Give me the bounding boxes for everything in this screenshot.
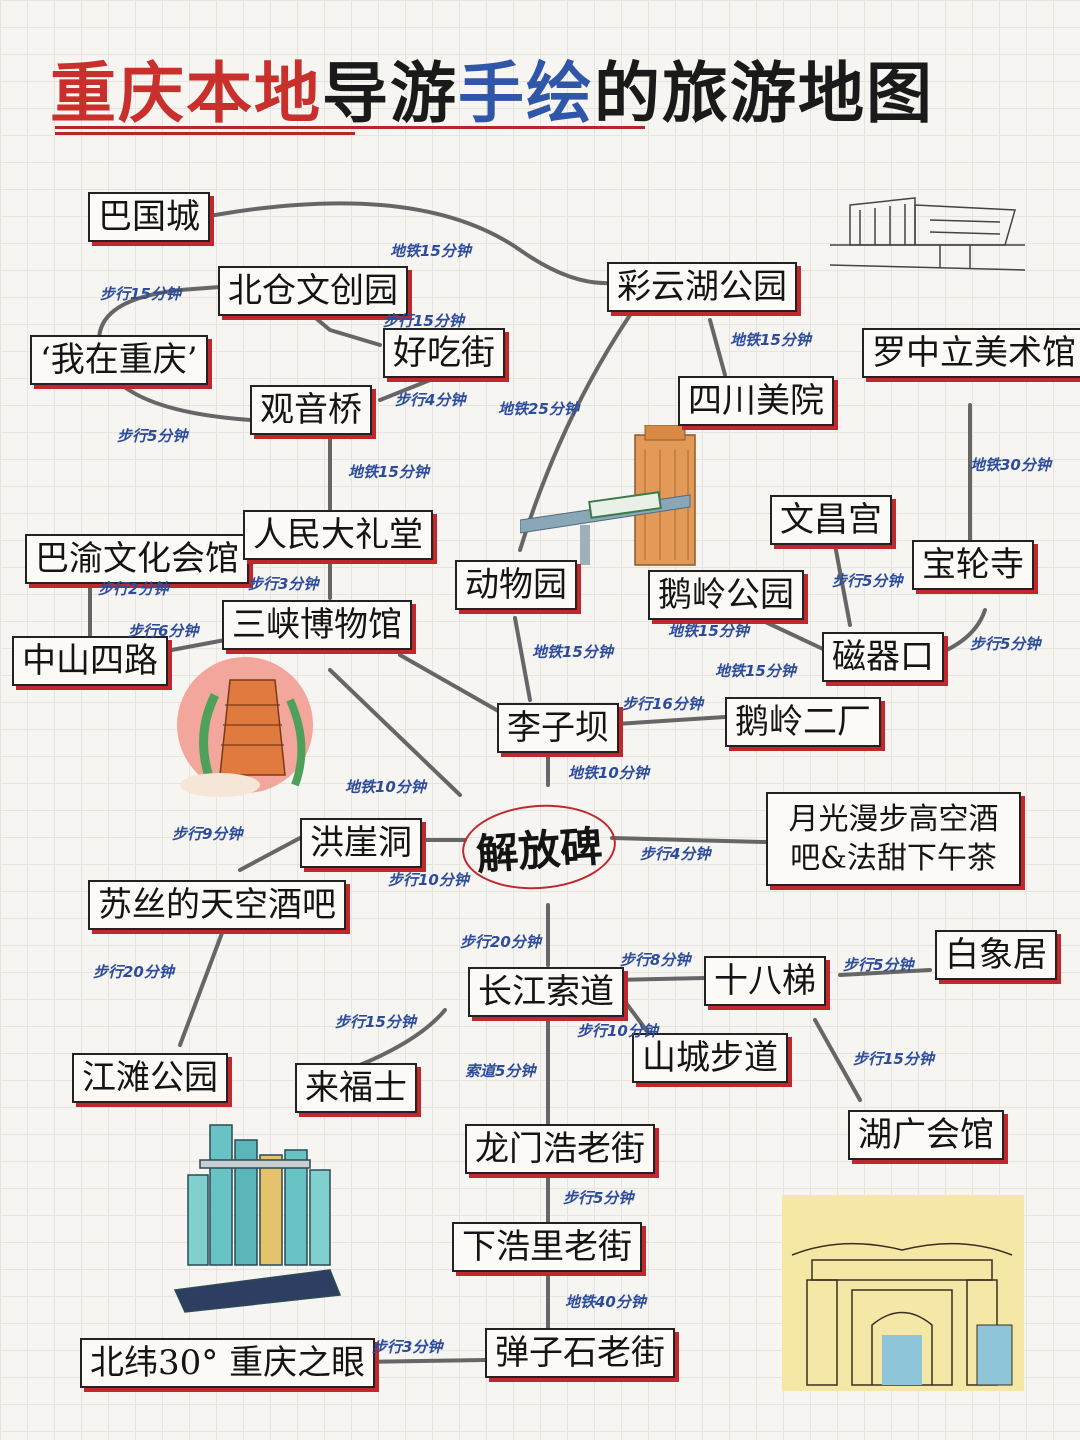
edge-label: 地铁10分钟 (568, 764, 649, 782)
route-line (598, 715, 727, 727)
route-line (518, 313, 632, 552)
node-hongyadong[interactable]: 洪崖洞 (300, 818, 422, 868)
route-line (813, 1018, 862, 1102)
node-changjiang[interactable]: 长江索道 (468, 967, 624, 1017)
title-underline (55, 126, 645, 129)
edge-label: 步行16分钟 (622, 695, 703, 713)
route-line (613, 976, 707, 982)
edge-label: 索道5分钟 (465, 1062, 536, 1080)
edge-label: 地铁30分钟 (970, 456, 1051, 474)
node-beicang[interactable]: 北仓文创园 (218, 266, 408, 316)
edge-label: 步行5分钟 (832, 572, 903, 590)
raffles-towers-illustration (173, 1124, 342, 1313)
edge-label: 步行20分钟 (93, 963, 174, 981)
title-part3: 手绘 (458, 54, 594, 132)
edge-label: 步行6分钟 (128, 622, 199, 640)
edge-label: 步行2分钟 (98, 580, 169, 598)
route-line (610, 836, 767, 844)
node-haochijie[interactable]: 好吃街 (383, 328, 505, 378)
node-danzishi[interactable]: 弹子石老街 (485, 1328, 675, 1378)
node-liziba[interactable]: 李子坝 (497, 703, 619, 753)
title-part1: 重庆本地 (50, 54, 322, 132)
node-laifushi[interactable]: 来福士 (295, 1063, 417, 1113)
edge-label: 步行4分钟 (640, 845, 711, 863)
edge-label: 地铁10分钟 (345, 778, 426, 796)
edge-label: 地铁25分钟 (498, 400, 579, 418)
node-shibati[interactable]: 十八梯 (704, 956, 826, 1006)
edge-label: 步行15分钟 (335, 1013, 416, 1031)
edge-label: 步行8分钟 (620, 951, 691, 969)
route-line (833, 543, 852, 627)
route-line (708, 318, 727, 377)
node-susi[interactable]: 苏丝的天空酒吧 (88, 880, 346, 930)
node-caiyunhu[interactable]: 彩云湖公园 (607, 262, 797, 312)
edge-label: 步行5分钟 (843, 956, 914, 974)
map-title: 重庆本地导游手绘的旅游地图 (50, 40, 934, 136)
node-baguocheng[interactable]: 巴国城 (88, 192, 210, 242)
node-woaizhongqing[interactable]: ‘我在重庆’ (30, 335, 208, 385)
title-part2: 导游 (322, 54, 458, 132)
node-huguang[interactable]: 湖广会馆 (848, 1110, 1004, 1160)
title-part4: 的旅游地图 (594, 54, 934, 132)
edge-label: 步行5分钟 (117, 427, 188, 445)
edge-label: 步行5分钟 (563, 1189, 634, 1207)
route-line (398, 653, 502, 714)
node-baixiangju[interactable]: 白象居 (935, 930, 1057, 980)
edge-label: 地铁15分钟 (715, 662, 796, 680)
edge-label: 步行15分钟 (853, 1050, 934, 1068)
edge-label: 步行10分钟 (577, 1022, 658, 1040)
route-line (178, 923, 227, 1047)
edge-label: 步行20分钟 (460, 933, 541, 951)
route-line (328, 668, 462, 797)
route-line (838, 968, 932, 977)
node-wenchanggong[interactable]: 文昌宫 (770, 495, 892, 545)
edge-label: 地铁15分钟 (730, 331, 811, 349)
node-sanxia[interactable]: 三峡博物馆 (222, 600, 412, 650)
route-line (358, 1008, 447, 1067)
edge-label: 步行15分钟 (100, 285, 181, 303)
node-beiwei[interactable]: 北纬30° 重庆之眼 (80, 1338, 376, 1388)
hongyadong-illustration (177, 657, 313, 797)
node-baolunsi[interactable]: 宝轮寺 (912, 540, 1034, 590)
edge-label: 地铁40分钟 (565, 1293, 646, 1311)
monorail-building-sketch (520, 425, 696, 566)
edge-label: 地铁15分钟 (390, 242, 471, 260)
edge-label: 步行3分钟 (248, 575, 319, 593)
node-guanyinqiao[interactable]: 观音桥 (250, 385, 372, 435)
node-sichuanmeiyuan[interactable]: 四川美院 (678, 376, 834, 426)
route-line (353, 1358, 487, 1364)
memorial-gate-illustration (782, 1195, 1024, 1391)
node-elingerchang[interactable]: 鹅岭二厂 (725, 697, 881, 747)
route-line (618, 993, 652, 1037)
node-renmindalitang[interactable]: 人民大礼堂 (243, 510, 433, 560)
museum-building-sketch (829, 197, 1026, 271)
node-moonlight[interactable]: 月光漫步高空酒吧&法甜下午茶 (766, 792, 1021, 886)
edge-label: 地铁15分钟 (668, 622, 749, 640)
node-dongwuyuan[interactable]: 动物园 (455, 560, 577, 610)
edge-label: 步行9分钟 (172, 825, 243, 843)
node-zhongshansilu[interactable]: 中山四路 (12, 636, 168, 686)
node-ciqikou[interactable]: 磁器口 (822, 632, 944, 682)
edge-label: 步行3分钟 (372, 1338, 443, 1356)
title-underline-2 (55, 132, 355, 135)
node-xiahaoli[interactable]: 下浩里老街 (452, 1222, 642, 1272)
node-eling[interactable]: 鹅岭公园 (648, 570, 804, 620)
node-baoyu[interactable]: 巴渝文化会馆 (25, 534, 249, 584)
route-line (238, 836, 302, 872)
node-shancheng[interactable]: 山城步道 (632, 1033, 788, 1083)
edge-label: 步行15分钟 (383, 312, 464, 330)
node-longmenhao[interactable]: 龙门浩老街 (465, 1124, 655, 1174)
route-line (513, 616, 532, 702)
node-jiangtan[interactable]: 江滩公园 (72, 1053, 228, 1103)
edge-label: 步行10分钟 (388, 871, 469, 889)
edge-label: 步行4分钟 (395, 391, 466, 409)
edge-label: 地铁15分钟 (532, 643, 613, 661)
route-line (213, 201, 612, 286)
edge-label: 地铁15分钟 (348, 463, 429, 481)
node-luozhongli[interactable]: 罗中立美术馆 (862, 328, 1080, 378)
edge-label: 步行5分钟 (970, 635, 1041, 653)
